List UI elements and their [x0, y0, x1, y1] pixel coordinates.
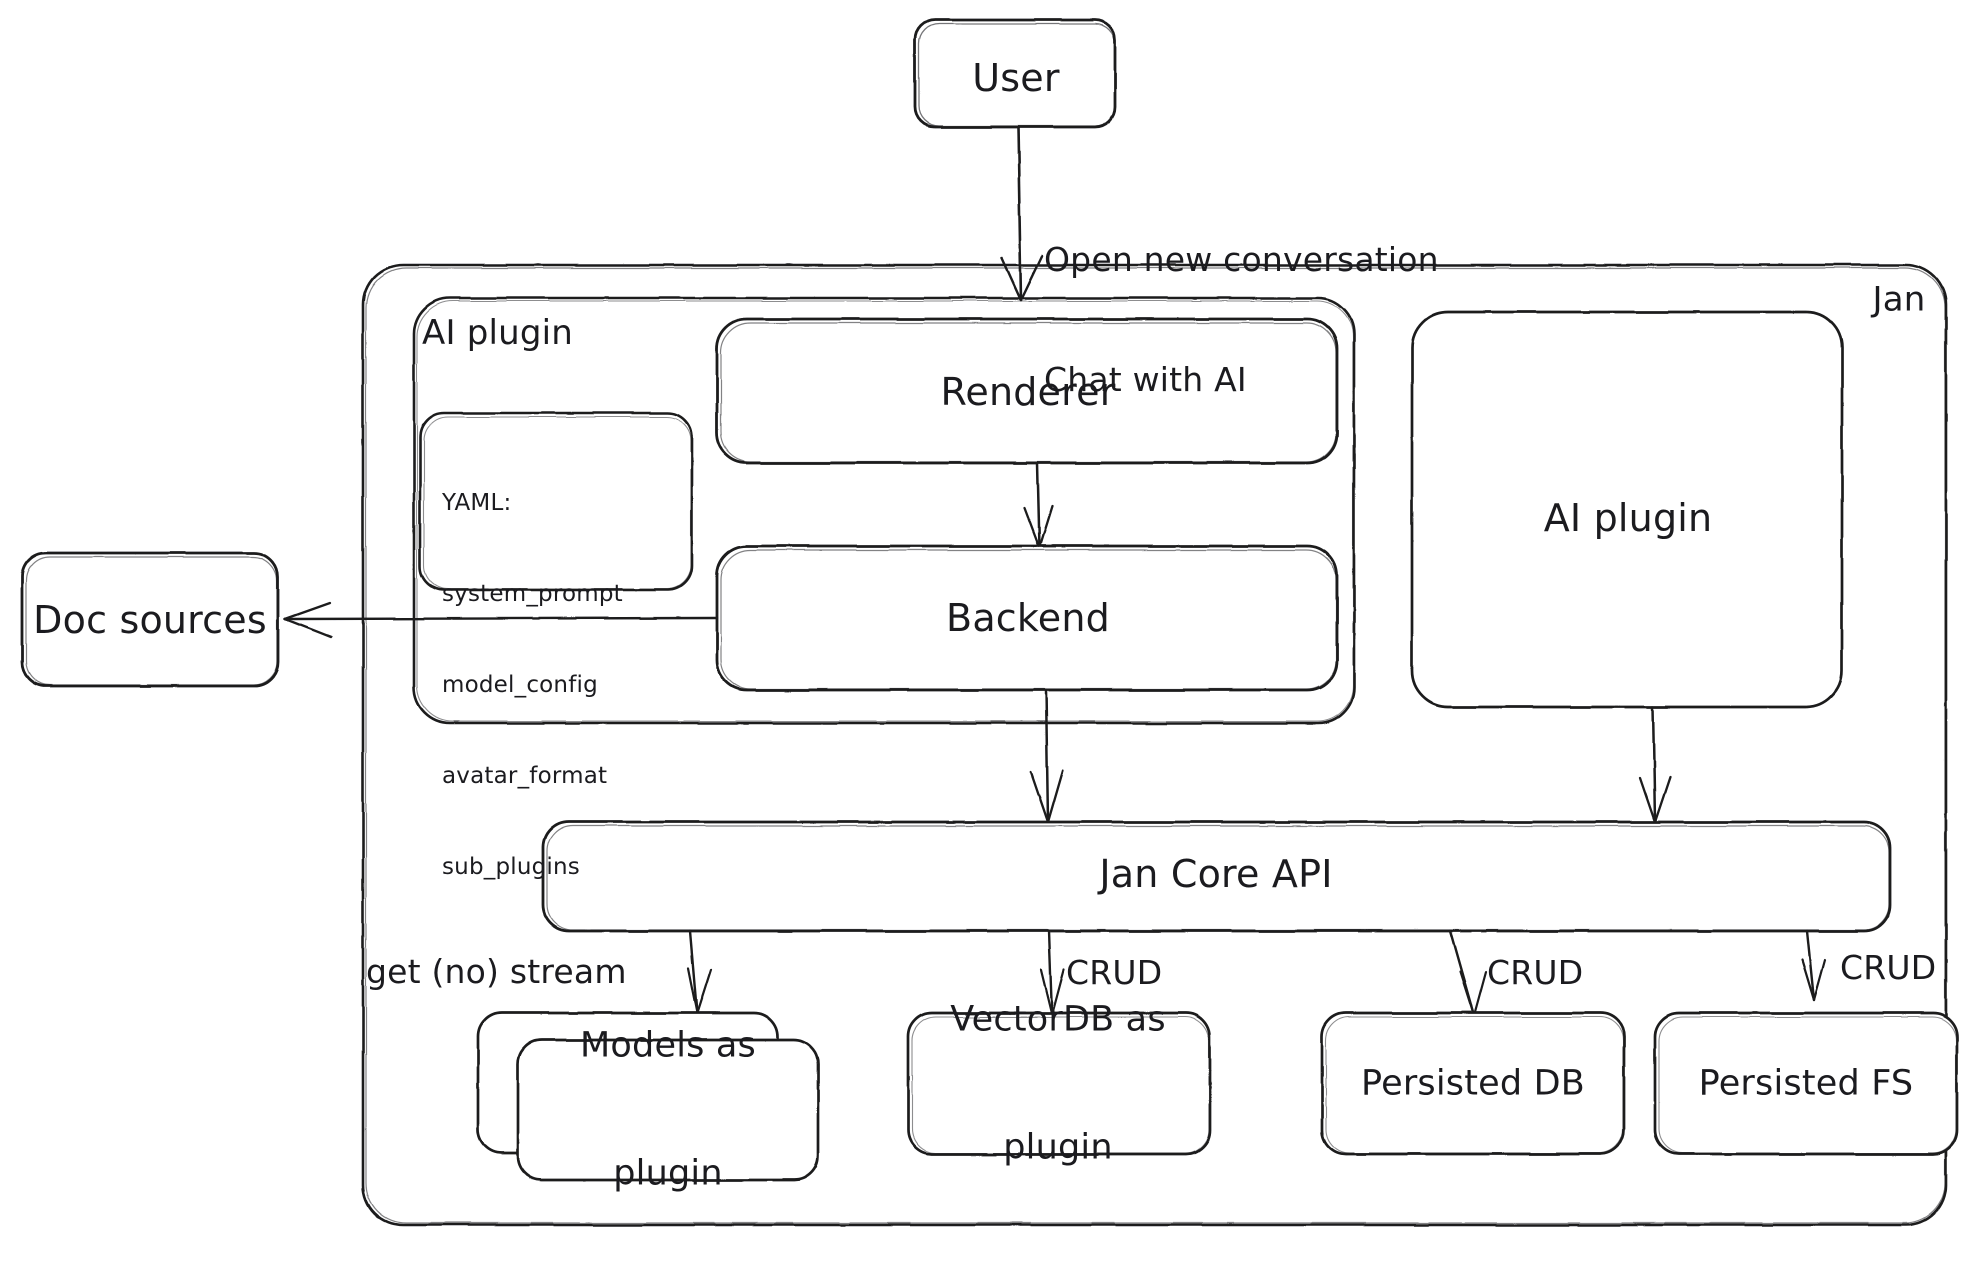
diagram-svg	[20, 18, 1959, 1227]
diagram-canvas: Jan AI plugin User Open new conversation…	[20, 18, 1959, 1227]
edge-core-to-fs-label: CRUD	[1840, 948, 1937, 987]
node-persisted-fs-label[interactable]: Persisted FS	[1698, 1063, 1914, 1104]
node-ai-plugin-label[interactable]: AI plugin	[1543, 495, 1713, 540]
node-renderer-shape[interactable]	[715, 317, 1339, 465]
yaml-key-system-prompt: system_prompt	[442, 580, 623, 607]
edge-core-to-fs	[1800, 929, 1827, 1002]
yaml-card: YAML: system_prompt model_config avatar_…	[442, 427, 623, 943]
edge-user-to-renderer-label: Open new conversation Chat with AI	[1044, 159, 1439, 481]
edge-backend-to-core	[1029, 688, 1065, 824]
edge-core-to-vectordb-label: CRUD	[1066, 953, 1163, 992]
node-backend-label[interactable]: Backend	[946, 595, 1110, 640]
container-ai-plugin-group-label: AI plugin	[422, 313, 574, 353]
edge-user-to-renderer	[1000, 125, 1044, 302]
node-vectordb-plugin-label[interactable]: VectorDB as plugin	[950, 913, 1166, 1255]
edge-core-to-db	[1448, 929, 1488, 1018]
yaml-key-avatar-format: avatar_format	[442, 762, 608, 789]
models-plugin-line-1: Models as	[580, 1025, 756, 1066]
node-doc-sources-label[interactable]: Doc sources	[33, 597, 267, 642]
edge-label-line-2: Chat with AI	[1044, 360, 1247, 400]
yaml-key-sub-plugins: sub_plugins	[442, 854, 580, 881]
node-renderer-label[interactable]: Renderer	[940, 369, 1116, 414]
node-doc-sources-shape[interactable]	[20, 551, 280, 688]
node-models-plugin-shape[interactable]	[476, 1011, 820, 1182]
node-user-label[interactable]: User	[972, 55, 1060, 100]
models-plugin-line-2: plugin	[613, 1153, 723, 1194]
node-persisted-fs-shape[interactable]	[1653, 1011, 1959, 1156]
vectordb-plugin-line-2: plugin	[1003, 1127, 1113, 1168]
edge-label-line-1: Open new conversation	[1044, 239, 1439, 279]
yaml-key-model-config: model_config	[442, 671, 598, 698]
container-jan-label: Jan	[1872, 279, 1926, 320]
edge-core-to-vectordb	[1039, 929, 1066, 1017]
node-vectordb-plugin-shape[interactable]	[906, 1011, 1212, 1156]
edge-core-to-models-label: get (no) stream	[366, 952, 627, 991]
edge-core-to-models	[686, 929, 713, 1015]
node-models-plugin-label[interactable]: Models as plugin	[580, 939, 756, 1281]
yaml-heading: YAML:	[442, 489, 512, 516]
edge-backend-to-doc-sources	[283, 601, 719, 639]
edge-core-to-db-label: CRUD	[1487, 953, 1584, 992]
node-jan-core-api-label[interactable]: Jan Core API	[1099, 851, 1333, 896]
node-ai-plugin-shape[interactable]	[1410, 310, 1844, 709]
yaml-card-shape	[418, 411, 694, 592]
node-persisted-db-shape[interactable]	[1320, 1011, 1626, 1156]
node-user-shape[interactable]	[913, 18, 1117, 129]
edge-aiplugin-to-core	[1638, 705, 1672, 824]
node-jan-core-api-shape[interactable]	[541, 820, 1892, 933]
node-persisted-db-label[interactable]: Persisted DB	[1361, 1063, 1585, 1104]
vectordb-plugin-line-1: VectorDB as	[950, 999, 1166, 1040]
edge-renderer-to-backend	[1022, 461, 1054, 550]
